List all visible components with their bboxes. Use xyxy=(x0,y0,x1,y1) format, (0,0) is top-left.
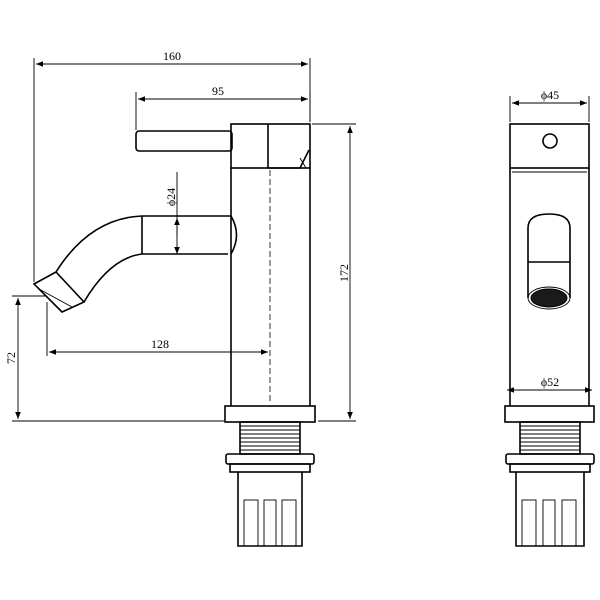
front-view xyxy=(504,123,595,547)
spout xyxy=(32,215,238,313)
dim-label-d45: ϕ45 xyxy=(541,88,559,102)
front-handle-head xyxy=(509,123,590,169)
front-threaded-shank xyxy=(519,421,581,455)
front-body xyxy=(509,168,590,406)
dimension-128: 128 xyxy=(46,302,268,356)
front-fixing-bracket xyxy=(515,472,585,547)
dim-label-d24: ϕ24 xyxy=(164,188,178,206)
dim-label-d52: ϕ52 xyxy=(541,375,559,389)
front-lock-nut xyxy=(505,453,595,473)
dimension-172: 172 xyxy=(312,123,356,422)
dimension-d45: ϕ45 xyxy=(509,88,590,122)
dim-label-72: 72 xyxy=(4,352,18,364)
base-flange xyxy=(224,405,316,423)
dimension-d52: ϕ52 xyxy=(507,375,592,393)
fixing-bracket xyxy=(237,472,303,547)
threaded-shank xyxy=(239,421,301,455)
dim-label-160: 160 xyxy=(163,49,181,63)
dim-label-172: 172 xyxy=(337,264,351,282)
front-base-flange xyxy=(504,405,595,423)
side-view xyxy=(32,123,316,547)
dim-label-95: 95 xyxy=(212,84,224,98)
dim-label-128: 128 xyxy=(151,337,169,351)
handle-hole xyxy=(542,133,558,149)
front-spout xyxy=(527,213,571,310)
tap-body xyxy=(230,168,311,406)
dimension-d24: ϕ24 xyxy=(164,172,180,254)
handle-head xyxy=(230,123,311,169)
lever-handle xyxy=(135,130,233,152)
dimension-95: 95 xyxy=(135,84,311,130)
dimension-72: 72 xyxy=(4,295,224,422)
lock-nut xyxy=(225,453,315,473)
